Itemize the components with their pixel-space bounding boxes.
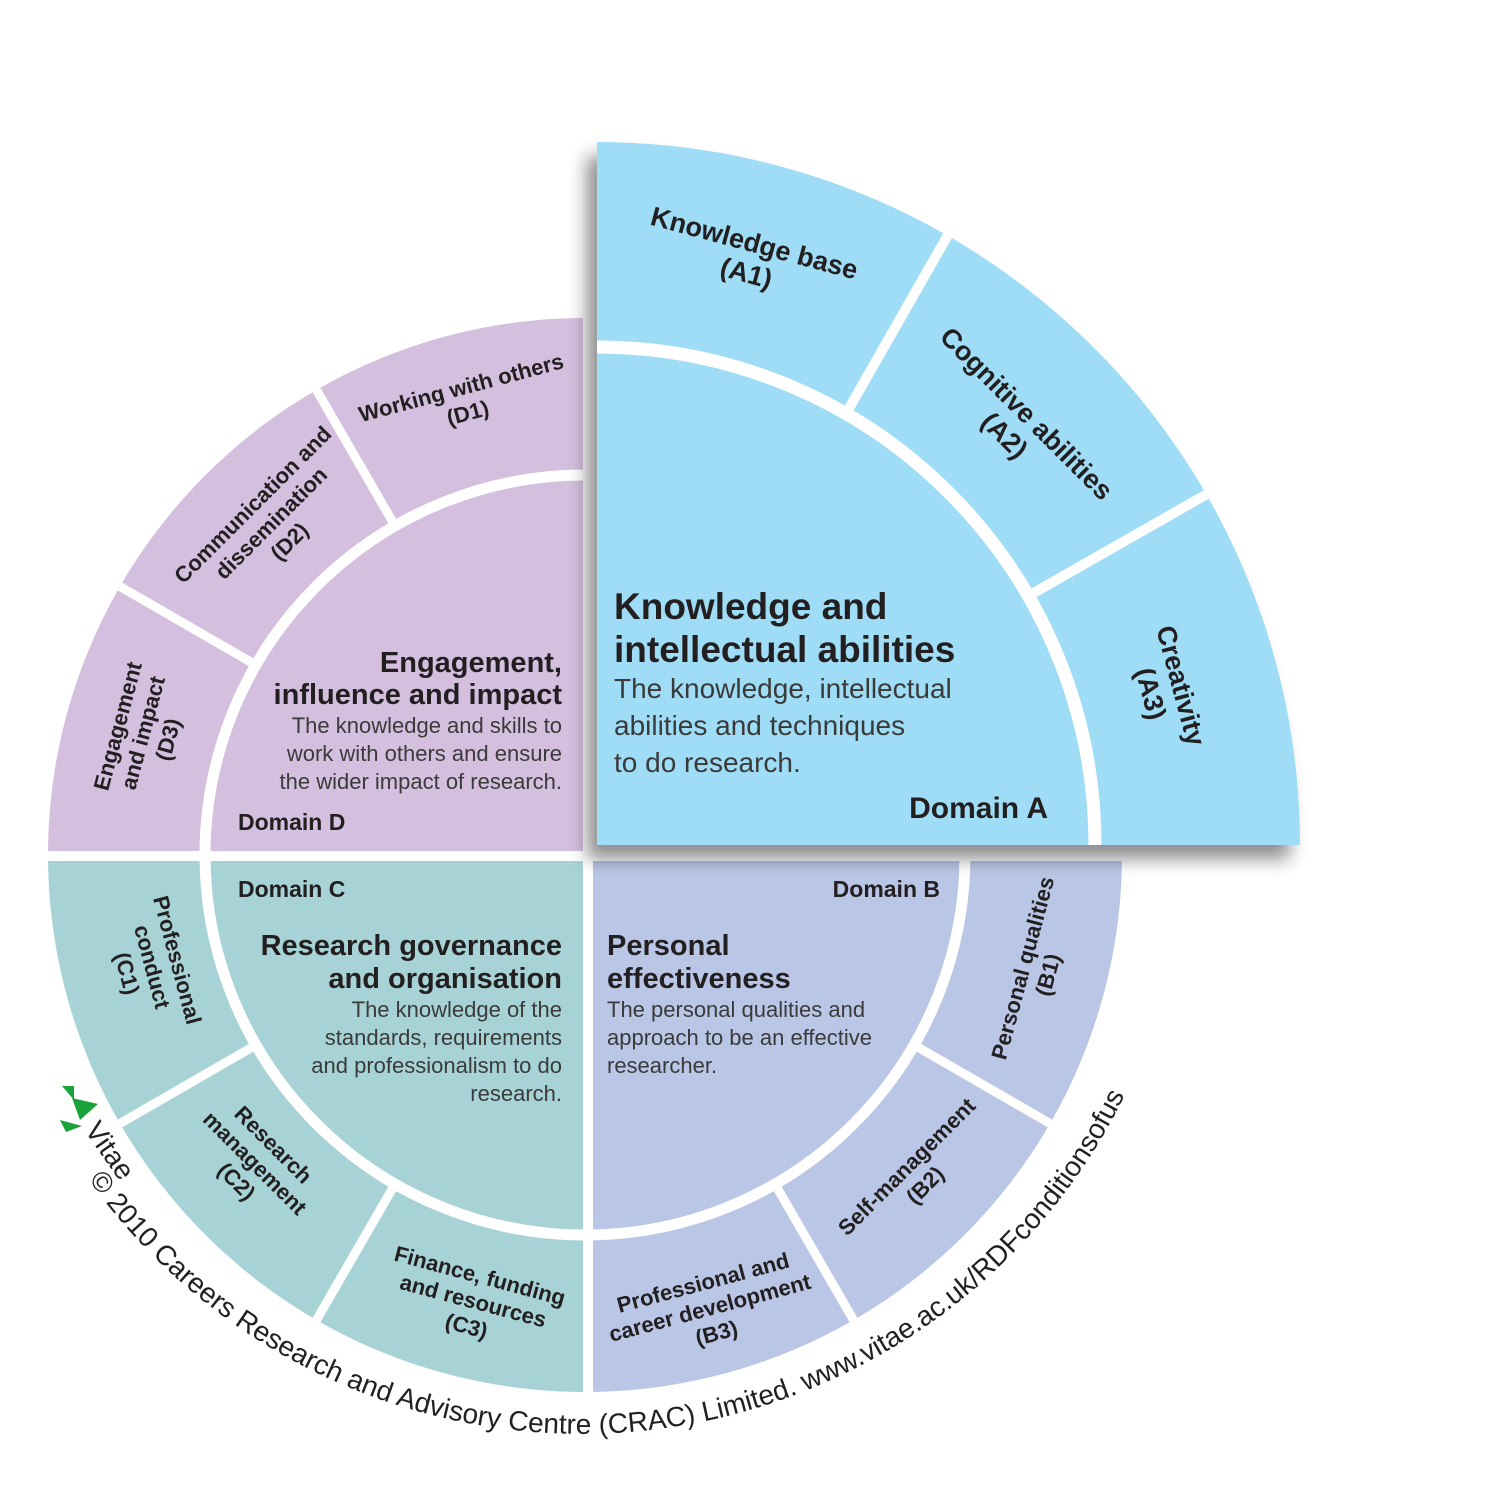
domain-b-title-line1: Personal [607,930,730,962]
domain-b-inner-ring-divider [584,854,971,1241]
domain-b-title-line2: effectiveness [607,963,791,995]
domain-a-divider-2 [1025,489,1211,601]
domain-d-desc-line2: work with others and ensure [286,741,562,766]
domain-a-desc-line2: abilities and techniques [614,710,905,741]
domain-d-inner-ring-divider [199,469,586,856]
domain-a-desc-line3: to do research. [614,747,801,778]
domain-b-divider-1 [911,1041,1053,1128]
domain-c-title-line2: and organisation [328,963,562,995]
domain-a-label: Domain A [909,792,1048,825]
domain-c-desc-line2: standards, requirements [325,1025,562,1050]
domain-a-title-line2: intellectual abilities [614,629,955,670]
domain-d-title-line2: influence and impact [274,679,563,711]
domain-c-title-line1: Research governance [261,930,562,962]
domain-c-inner-ring-divider [199,854,586,1241]
domain-b-label: Domain B [833,876,940,902]
domain-d-divider-1 [117,582,259,669]
domain-a-desc-line1: The knowledge, intellectual [614,673,952,704]
domain-c-divider-2 [312,1181,399,1323]
domain-c-desc-line4: research. [470,1081,562,1106]
domain-d-quadrant [48,318,586,856]
domain-c-desc-line3: and professionalism to do [311,1053,562,1078]
domain-a-divider-1 [841,231,953,417]
domain-b-desc-line2: approach to be an effective [607,1025,872,1050]
domain-b-desc-line3: researcher. [607,1053,717,1078]
domain-d-divider-2 [312,387,399,529]
domain-b-desc-line1: The personal qualities and [607,997,865,1022]
domain-b-divider-2 [771,1181,858,1323]
domain-a-dividers [596,231,1211,846]
domain-b-quadrant [584,854,1122,1392]
domain-d-title-line1: Engagement, [380,647,562,679]
domain-c-quadrant [48,854,586,1392]
domain-a-inner-ring-divider [596,340,1102,846]
domain-d-desc-line3: the wider impact of research. [280,769,562,794]
domain-a-title-line1: Knowledge and [614,586,887,627]
domain-d-desc-line1: The knowledge and skills to [292,713,562,738]
vitae-logo-icon [60,1086,98,1132]
domain-c-divider-1 [117,1041,259,1128]
domain-c-desc-line1: The knowledge of the [352,997,562,1022]
domain-c-label: Domain C [238,876,345,902]
domain-d-label: Domain D [238,809,345,835]
